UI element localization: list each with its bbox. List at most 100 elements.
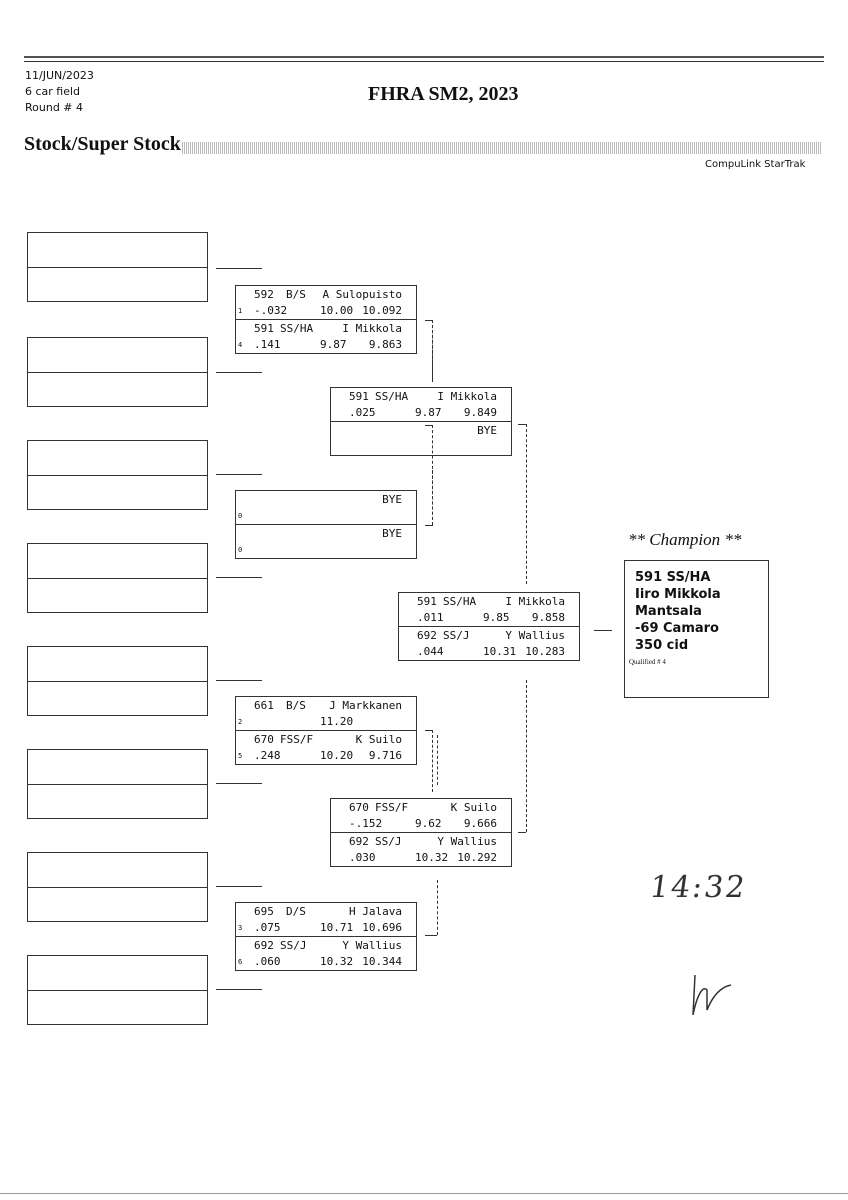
bracket-line — [518, 832, 526, 833]
bracket-line — [425, 730, 433, 731]
bracket-line — [216, 372, 262, 373]
bracket-connector — [432, 730, 433, 792]
car-class: B/S — [286, 288, 306, 301]
elapsed-time: 9.849 — [463, 406, 497, 419]
car-class: B/S — [286, 699, 306, 712]
bracket-line — [518, 424, 526, 425]
empty-slot — [28, 750, 207, 785]
empty-slot-pair — [27, 543, 208, 613]
dial-in: 10.32 — [415, 851, 449, 864]
driver-name: I Mikkola — [437, 390, 497, 403]
reaction-time: .030 — [349, 851, 376, 864]
handwritten-time: 14:32 — [647, 870, 749, 905]
seed: 1 — [238, 307, 243, 315]
dial-in: 10.71 — [320, 921, 354, 934]
top-rule — [24, 56, 824, 58]
elapsed-time: 9.716 — [368, 749, 402, 762]
car-number: 692 — [254, 939, 274, 952]
page-title: FHRA SM2, 2023 — [368, 83, 519, 105]
empty-slot-pair — [27, 852, 208, 922]
bracket-connector — [432, 320, 433, 380]
driver-name: J Markkanen — [329, 699, 402, 712]
car-class: SS/HA — [280, 322, 314, 335]
reaction-time: .060 — [254, 955, 281, 968]
elapsed-time: 9.666 — [463, 817, 497, 830]
bracket-line — [425, 320, 433, 321]
champion-qualified: Qualified # 4 — [629, 658, 666, 666]
bracket-line — [216, 886, 262, 887]
signature-mark — [692, 974, 732, 1016]
bracket-line — [216, 577, 262, 578]
reaction-time: .011 — [417, 611, 444, 624]
empty-slot-pair — [27, 749, 208, 819]
bracket-line — [425, 525, 433, 526]
reaction-time: -.152 — [349, 817, 383, 830]
driver-name: H Jalava — [349, 905, 402, 918]
car-number: 695 — [254, 905, 274, 918]
driver-name: A Sulopuisto — [322, 288, 402, 301]
elapsed-time: 10.344 — [362, 955, 402, 968]
bracket-connector — [437, 880, 438, 935]
empty-slot — [28, 476, 207, 510]
driver-name: BYE — [382, 527, 402, 540]
bracket-line — [216, 989, 262, 990]
dial-in: 10.20 — [320, 749, 354, 762]
car-number: 692 — [417, 629, 437, 642]
elapsed-time: 9.863 — [368, 338, 402, 351]
bracket-line — [216, 268, 262, 269]
header-info: 11/JUN/2023 6 car field Round # 4 — [25, 68, 94, 116]
bracket-connector — [526, 424, 527, 584]
elapsed-time: 9.858 — [531, 611, 565, 624]
champion-car: 591 SS/HA — [635, 570, 711, 585]
driver-name: K Suilo — [450, 801, 497, 814]
section-title: Stock/Super Stock — [24, 133, 181, 155]
empty-slot — [28, 233, 207, 268]
car-class: SS/HA — [443, 595, 477, 608]
reaction-time: .025 — [349, 406, 376, 419]
elapsed-time: 10.292 — [457, 851, 497, 864]
car-class: D/S — [286, 905, 306, 918]
driver-name: Y Wallius — [505, 629, 565, 642]
driver-name: I Mikkola — [342, 322, 402, 335]
car-class: SS/J — [375, 835, 402, 848]
empty-slot — [28, 268, 207, 302]
empty-slot — [28, 785, 207, 819]
champion-vehicle: -69 Camaro — [635, 621, 719, 636]
champion-heading: ** Champion ** — [628, 530, 742, 549]
car-class: FSS/F — [280, 733, 314, 746]
car-class: FSS/F — [375, 801, 409, 814]
champion-driver: Iiro Mikkola — [635, 587, 721, 602]
driver-name: BYE — [382, 493, 402, 506]
car-number: 670 — [349, 801, 369, 814]
empty-slot — [28, 647, 207, 682]
round-number: Round # 4 — [25, 101, 84, 114]
top-rule-thin — [24, 61, 824, 62]
bracket-connector — [526, 680, 527, 832]
car-class: SS/J — [443, 629, 470, 642]
empty-slot — [28, 441, 207, 476]
elapsed-time: 10.283 — [525, 645, 565, 658]
bracket-line — [216, 474, 262, 475]
field-size: 6 car field — [25, 85, 81, 98]
car-number: 592 — [254, 288, 274, 301]
driver-name: BYE — [477, 424, 497, 437]
champion-connector — [594, 630, 612, 631]
match-entry: BYE — [331, 422, 511, 455]
elapsed-time: 10.696 — [362, 921, 402, 934]
dial-in: 9.85 — [483, 611, 510, 624]
car-number: 692 — [349, 835, 369, 848]
empty-slot-pair — [27, 337, 208, 407]
empty-slot — [28, 579, 207, 613]
